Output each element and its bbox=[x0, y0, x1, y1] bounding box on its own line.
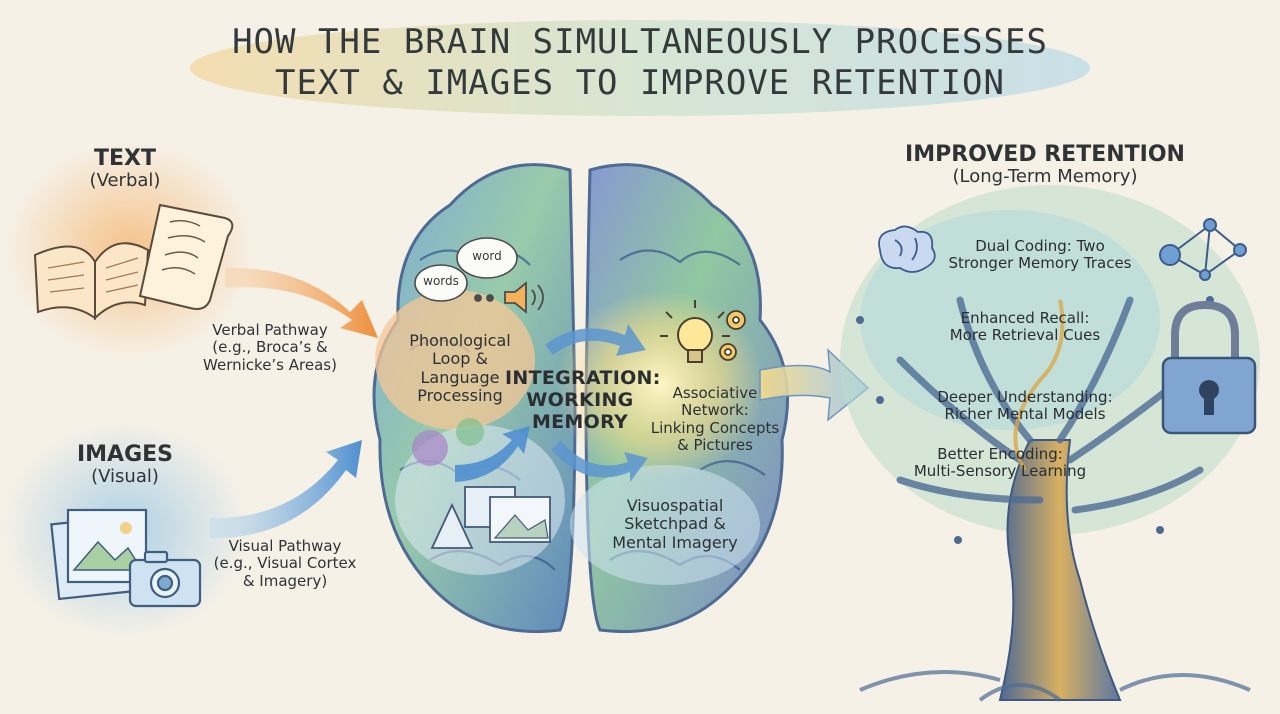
integration-line-3: MEMORY bbox=[531, 410, 629, 433]
phonological-line-1: Phonological bbox=[409, 331, 511, 350]
phonological-line-3: Language bbox=[420, 367, 500, 387]
phonological-loop-label: Phonological Loop & Language Processing bbox=[395, 331, 525, 406]
verbal-arrow bbox=[225, 267, 378, 338]
retention-subheading: (Long-Term Memory) bbox=[952, 166, 1138, 188]
visual-pathway-caption: Visual Pathway (e.g., Visual Cortex & Im… bbox=[205, 537, 365, 590]
images-heading-label: IMAGES bbox=[76, 442, 174, 467]
integration-arrow-top bbox=[545, 324, 646, 356]
integration-line-2: WORKING bbox=[526, 388, 634, 411]
benefit-4-line-2: Multi-Sensory Learning bbox=[913, 462, 1087, 481]
visual-pathway-line-1: Visual Pathway bbox=[228, 537, 342, 555]
benefit-3-line-2: Richer Mental Models bbox=[944, 405, 1106, 424]
verbal-pathway-line-3: Wernicke’s Areas) bbox=[203, 355, 337, 374]
scroll-icon bbox=[138, 203, 234, 310]
benefit-deeper-understanding: Deeper Understanding: Richer Mental Mode… bbox=[915, 388, 1135, 424]
associative-line-3: Linking Concepts bbox=[650, 418, 780, 437]
benefit-dual-coding: Dual Coding: Two Stronger Memory Traces bbox=[930, 237, 1150, 273]
visuospatial-sketchpad-label: Visuospatial Sketchpad & Mental Imagery bbox=[600, 496, 750, 552]
associative-line-2: Network: bbox=[681, 401, 749, 420]
benefit-enhanced-recall: Enhanced Recall: More Retrieval Cues bbox=[925, 309, 1125, 345]
phonological-line-2: Loop & bbox=[432, 349, 488, 369]
verbal-pathway-caption: Verbal Pathway (e.g., Broca’s & Wernicke… bbox=[190, 321, 350, 374]
associative-network-label: Associative Network: Linking Concepts & … bbox=[645, 384, 785, 454]
visuospatial-line-3: Mental Imagery bbox=[612, 532, 738, 552]
speech-bubbles-icon bbox=[414, 237, 518, 302]
bubble-words: words bbox=[423, 274, 459, 288]
visual-pathway-line-2: (e.g., Visual Cortex bbox=[213, 554, 357, 573]
photo-frames-icon bbox=[50, 508, 148, 601]
shapes-icon bbox=[430, 486, 551, 549]
images-heading: IMAGES (Visual) bbox=[55, 442, 195, 488]
benefit-2-line-1: Enhanced Recall: bbox=[960, 309, 1090, 327]
text-heading-label: TEXT bbox=[93, 146, 156, 171]
text-heading: TEXT (Verbal) bbox=[60, 146, 190, 192]
benefit-1-line-2: Stronger Memory Traces bbox=[948, 254, 1132, 273]
camera-icon bbox=[128, 550, 202, 608]
visual-to-memory-arrow bbox=[455, 426, 530, 482]
verbal-pathway-line-1: Verbal Pathway bbox=[212, 321, 328, 339]
benefit-better-encoding: Better Encoding: Multi-Sensory Learning bbox=[900, 445, 1100, 481]
associative-line-1: Associative bbox=[672, 384, 758, 402]
small-brain-icon bbox=[878, 225, 936, 273]
integration-line-1: INTEGRATION: bbox=[505, 367, 661, 389]
phonological-line-4: Processing bbox=[417, 386, 503, 406]
title-wash bbox=[190, 20, 1090, 116]
title-line-1: HOW THE BRAIN SIMULTANEOUSLY PROCESSES bbox=[232, 22, 1048, 62]
integration-arrow-bottom bbox=[552, 440, 648, 482]
open-book-icon bbox=[33, 242, 150, 321]
text-subheading: (Verbal) bbox=[89, 170, 161, 192]
associative-line-4: & Pictures bbox=[677, 435, 753, 454]
retention-heading: IMPROVED RETENTION (Long-Term Memory) bbox=[880, 142, 1210, 188]
visual-arrow bbox=[210, 440, 362, 539]
verbal-pathway-line-2: (e.g., Broca’s & bbox=[212, 338, 328, 357]
visuospatial-line-2: Sketchpad & bbox=[624, 514, 726, 534]
flower-icon bbox=[412, 418, 484, 466]
memory-tree bbox=[840, 185, 1260, 702]
visuospatial-line-1: Visuospatial bbox=[626, 496, 724, 515]
gears-icon bbox=[719, 310, 746, 361]
benefit-1-line-1: Dual Coding: Two bbox=[975, 237, 1105, 255]
benefit-2-line-2: More Retrieval Cues bbox=[949, 326, 1101, 345]
padlock-icon bbox=[1161, 300, 1257, 435]
visual-pathway-line-3: & Imagery) bbox=[242, 571, 328, 590]
page-title: HOW THE BRAIN SIMULTANEOUSLY PROCESSES T… bbox=[180, 22, 1100, 104]
images-subheading: (Visual) bbox=[91, 466, 159, 488]
retention-heading-label: IMPROVED RETENTION bbox=[905, 142, 1185, 167]
network-icon bbox=[1159, 218, 1247, 281]
integration-working-memory-label: INTEGRATION: WORKING MEMORY bbox=[505, 367, 661, 434]
lightbulb-icon bbox=[660, 300, 730, 363]
benefit-4-line-1: Better Encoding: bbox=[937, 445, 1063, 463]
title-line-2: TEXT & IMAGES TO IMPROVE RETENTION bbox=[275, 62, 1005, 103]
benefit-3-line-1: Deeper Understanding: bbox=[937, 388, 1113, 406]
speaker-icon bbox=[474, 281, 544, 314]
bubble-word: word bbox=[472, 249, 502, 263]
